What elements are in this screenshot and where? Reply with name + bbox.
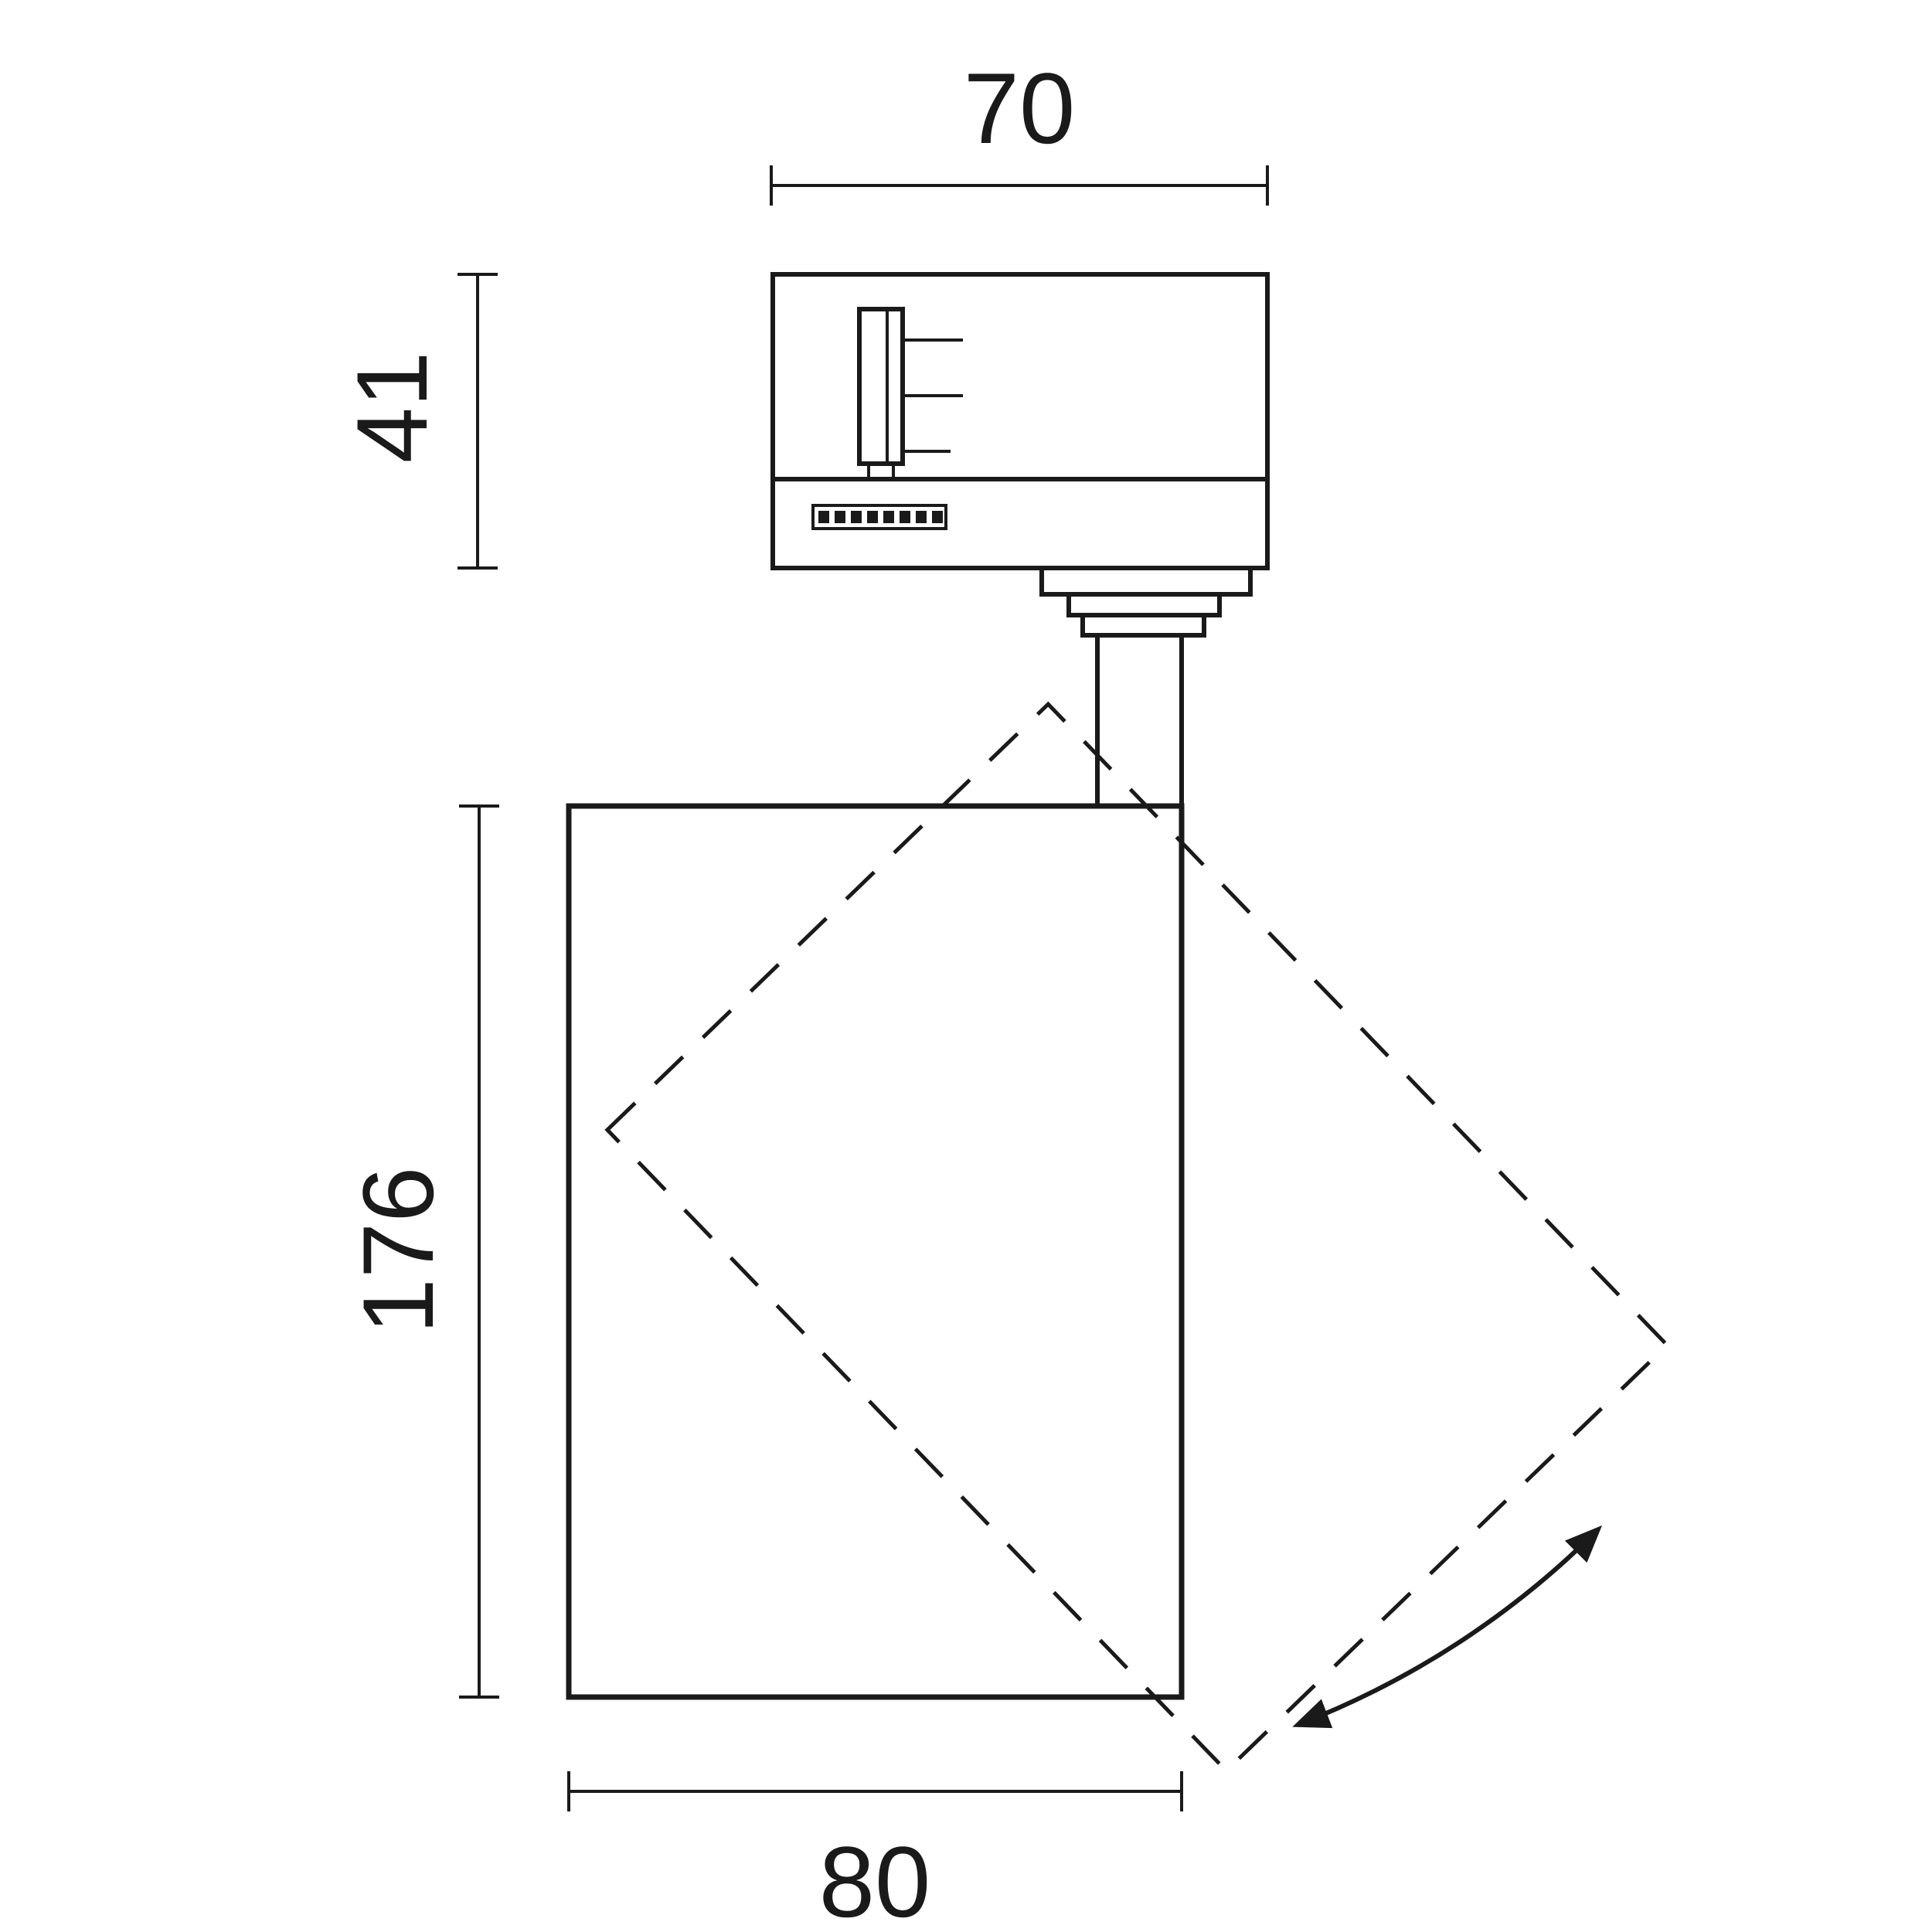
- dimension-body-height: 176: [342, 804, 499, 1699]
- dim-label-adapter-width: 70: [964, 52, 1076, 165]
- mounting-stem: [1039, 568, 1253, 806]
- dim-label-body-height: 176: [342, 1167, 454, 1335]
- rotation-arrow-arc: [1292, 1525, 1603, 1729]
- terminal-pin: [883, 511, 894, 523]
- lamp-body: [566, 803, 1185, 1700]
- dim-label-body-width: 80: [819, 1825, 931, 1932]
- terminal-pin: [835, 511, 845, 523]
- lamp-body-outline: [566, 803, 1185, 1700]
- terminal-pin: [916, 511, 927, 523]
- terminal-pin: [900, 511, 910, 523]
- stem-step-3: [1080, 615, 1206, 638]
- rotated-body-outline: [604, 701, 1670, 1774]
- track-adapter: [770, 272, 1270, 570]
- stem-step-2: [1066, 594, 1222, 617]
- terminal-strip-outline: [811, 504, 947, 530]
- dimension-body-width: 80: [567, 1771, 1183, 1932]
- dim-label-adapter-height: 41: [335, 352, 448, 464]
- terminal-pin: [851, 511, 862, 523]
- lamp-body-rotated-dashed: [604, 701, 1670, 1774]
- dimension-adapter-height: 41: [335, 273, 498, 570]
- adapter-terminal-strip: [811, 504, 947, 530]
- terminal-pin: [867, 511, 878, 523]
- adapter-outline: [770, 272, 1270, 570]
- stem-step-1: [1039, 568, 1253, 597]
- terminal-pin: [818, 511, 829, 523]
- dimension-adapter-width: 70: [770, 52, 1269, 206]
- rotation-arrow: [1292, 1525, 1603, 1729]
- adapter-contact: [857, 307, 905, 466]
- terminal-pin: [932, 511, 943, 523]
